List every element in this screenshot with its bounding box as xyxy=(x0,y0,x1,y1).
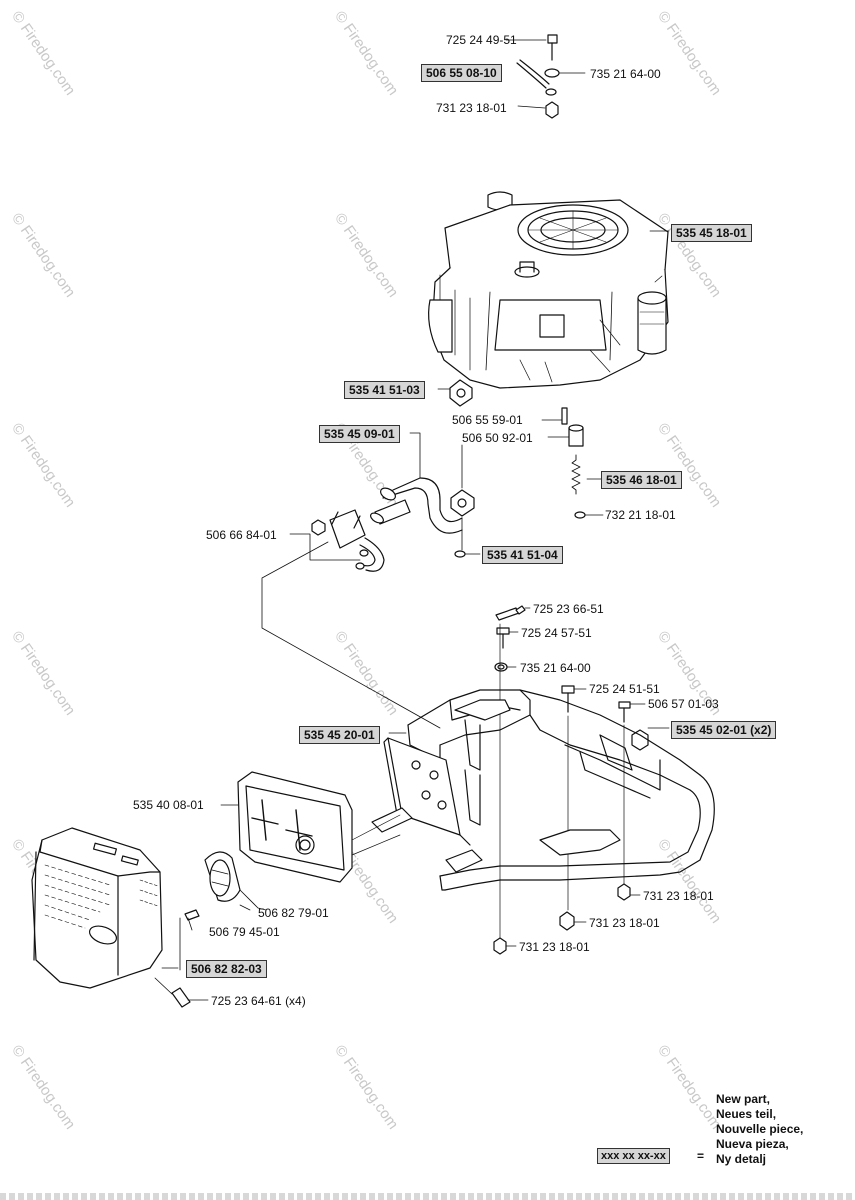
legend-line: Nueva pieza, xyxy=(716,1137,789,1151)
page-bottom-edge xyxy=(0,1193,855,1200)
engine-frame xyxy=(371,689,715,891)
mounting-hardware xyxy=(493,605,649,955)
part-label: 506 50 92-01 xyxy=(462,431,533,445)
new-part-label: 535 45 18-01 xyxy=(671,224,752,242)
legend-equals: = xyxy=(697,1149,705,1163)
part-label: 725 24 57-51 xyxy=(521,626,592,640)
legend-new-part-box: xxx xx xx-xx xyxy=(597,1148,670,1164)
part-label: 535 40 08-01 xyxy=(133,798,204,812)
new-part-label: 535 45 20-01 xyxy=(299,726,380,744)
part-label: 725 24 49-51 xyxy=(446,33,517,47)
part-label: 506 55 59-01 xyxy=(452,413,523,427)
part-label: 735 21 64-00 xyxy=(520,661,591,675)
new-part-label: 535 41 51-04 xyxy=(482,546,563,564)
part-label: 506 79 45-01 xyxy=(209,925,280,939)
legend-line: Neues teil, xyxy=(716,1107,777,1121)
new-part-label: 506 82 82-03 xyxy=(186,960,267,978)
new-part-label: 535 45 09-01 xyxy=(319,425,400,443)
new-part-label: 506 55 08-10 xyxy=(421,64,502,82)
muffler-guard xyxy=(31,827,209,1008)
new-part-label: 535 41 51-03 xyxy=(344,381,425,399)
part-label: 506 57 01-03 xyxy=(648,697,719,711)
part-label: 735 21 64-00 xyxy=(590,67,661,81)
part-label: 731 23 18-01 xyxy=(436,101,507,115)
part-label: 506 82 79-01 xyxy=(258,906,329,920)
exhaust-clamp xyxy=(261,509,441,729)
part-label: 725 23 64-61 (x4) xyxy=(211,994,306,1008)
part-label: 725 23 66-51 xyxy=(533,602,604,616)
part-label: 506 66 84-01 xyxy=(206,528,277,542)
part-label: 731 23 18-01 xyxy=(519,940,590,954)
engine xyxy=(428,191,670,389)
exhaust-pipe-assembly xyxy=(370,379,604,558)
ground-wire-assembly xyxy=(505,34,586,119)
legend-line: Nouvelle piece, xyxy=(716,1122,804,1136)
legend-line: New part, xyxy=(716,1092,771,1106)
part-label: 731 23 18-01 xyxy=(589,916,660,930)
part-label: 732 21 18-01 xyxy=(605,508,676,522)
muffler xyxy=(220,771,401,883)
part-label: 725 24 51-51 xyxy=(589,682,660,696)
legend: New part, Neues teil, Nouvelle piece, Nu… xyxy=(716,1092,803,1167)
new-part-label: 535 46 18-01 xyxy=(601,471,682,489)
legend-line: Ny detalj xyxy=(716,1152,767,1166)
new-part-label: 535 45 02-01 (x2) xyxy=(671,721,777,739)
part-label: 731 23 18-01 xyxy=(643,889,714,903)
exhaust-deflector xyxy=(184,851,267,931)
